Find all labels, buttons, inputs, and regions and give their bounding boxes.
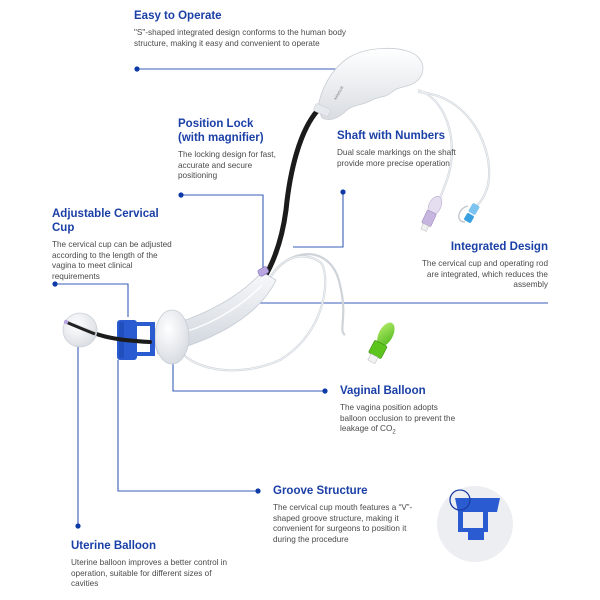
feature-title: Position Lock(with magnifier) — [178, 118, 264, 144]
vaginal-balloon-shape — [154, 309, 190, 365]
feature-position-lock: Position Lock(with magnifier) The lockin… — [178, 117, 288, 182]
feature-title: Vaginal Balloon — [340, 385, 426, 397]
feature-title: Shaft with Numbers — [337, 130, 445, 142]
handle: KANGLIE — [313, 48, 424, 120]
feature-description: "S"-shaped integrated design conforms to… — [134, 28, 346, 48]
feature-vaginal-balloon: Vaginal Balloon The vagina position adop… — [340, 384, 460, 438]
feature-description: The cervical cup mouth features a “V”-sh… — [273, 503, 413, 544]
feature-easy-to-operate: Easy to Operate "S"-shaped integrated de… — [134, 9, 364, 49]
feature-title: Groove Structure — [273, 485, 368, 497]
leader-shaft-with-numbers — [293, 192, 344, 248]
dot-shaft-with-numbers — [340, 189, 346, 195]
operating-rod — [260, 107, 321, 283]
groove-inset — [437, 486, 513, 562]
dot-adjustable-cervical-cup — [52, 281, 58, 287]
dot-easy-to-operate — [134, 66, 140, 72]
leader-vaginal-balloon — [172, 338, 325, 392]
uterine-balloon-shape — [62, 312, 98, 348]
leader-dots — [52, 66, 346, 529]
feature-description: The cervical cup and operating rod are i… — [421, 259, 548, 289]
feature-title: Integrated Design — [450, 241, 548, 253]
leader-groove-structure — [117, 360, 258, 492]
feature-description: Dual scale markings on the shaft provide… — [337, 148, 456, 168]
handle-brand-text: KANGLIE — [333, 85, 344, 101]
feature-groove-structure: Groove Structure The cervical cup mouth … — [273, 484, 423, 545]
purple-connector — [420, 195, 443, 232]
feature-title: Easy to Operate — [134, 10, 222, 22]
feature-description: The vagina position adopts balloon occlu… — [340, 403, 456, 436]
feature-title: Uterine Balloon — [71, 540, 156, 552]
position-lock-clip — [257, 266, 269, 277]
dot-uterine-balloon — [75, 523, 81, 529]
groove-highlight-ring — [449, 489, 471, 511]
feature-uterine-balloon: Uterine Balloon Uterine balloon improves… — [71, 539, 231, 590]
feature-description: Uterine balloon improves a better contro… — [71, 558, 228, 588]
feature-description: The locking design for fast, accurate an… — [178, 150, 276, 180]
leader-adjustable-cervical-cup — [55, 283, 129, 317]
feature-title: Adjustable Cervical Cup — [52, 208, 159, 234]
leader-position-lock — [181, 194, 264, 272]
feature-integrated-design: Integrated Design The cervical cup and o… — [418, 240, 548, 291]
dot-position-lock — [178, 192, 184, 198]
dot-groove-structure — [255, 488, 261, 494]
blue-luer-connector — [458, 203, 480, 223]
green-connector — [367, 322, 395, 365]
feature-adjustable-cervical-cup: Adjustable Cervical Cup The cervical cup… — [52, 207, 177, 282]
feature-shaft-with-numbers: Shaft with Numbers Dual scale markings o… — [337, 129, 457, 169]
dot-vaginal-balloon — [322, 388, 328, 394]
feature-description: The cervical cup can be adjusted accordi… — [52, 240, 172, 281]
